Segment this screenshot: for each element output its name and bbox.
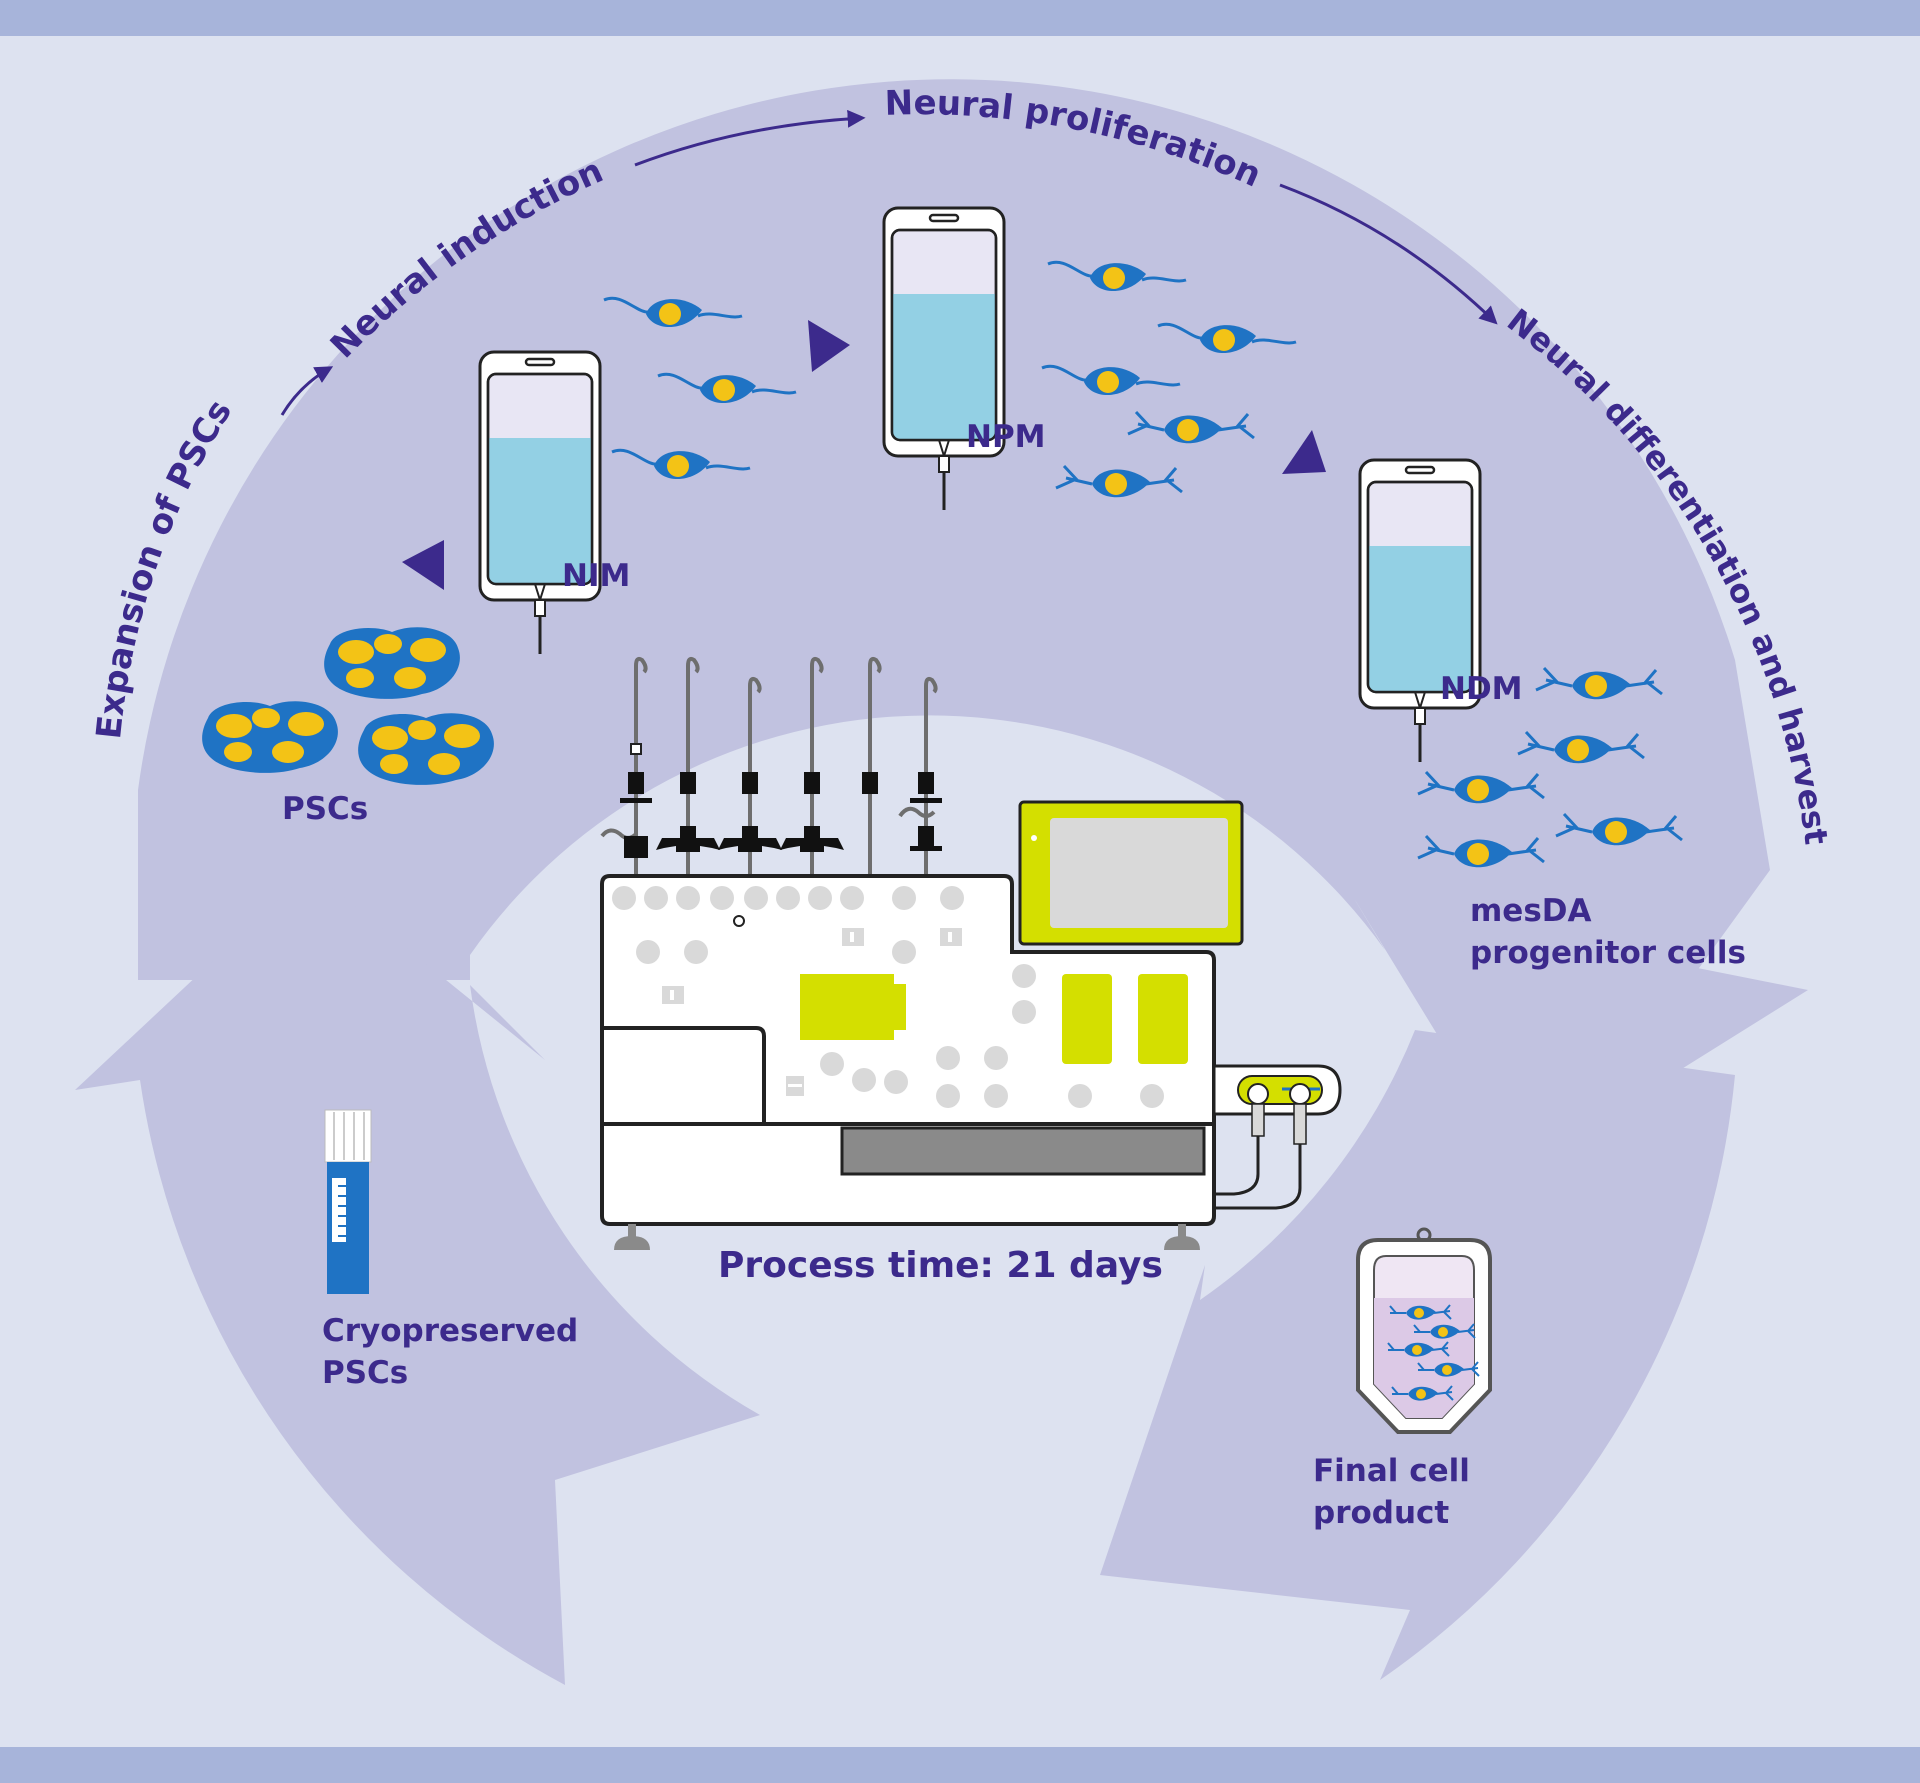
cryo-label-line2: PSCs <box>322 1355 409 1391</box>
bottom-band <box>0 1747 1920 1783</box>
final-label-line1: Final cell <box>1313 1453 1470 1489</box>
arrow-proliferation-to-differentiation <box>1279 183 1498 325</box>
pscs-label: PSCs <box>282 791 369 827</box>
cryo-label-line1: Cryopreserved <box>322 1313 579 1349</box>
arrow-expansion-to-induction <box>280 366 334 416</box>
ring-arrow-left <box>75 870 760 1685</box>
process-time-label: Process time: 21 days <box>718 1245 1163 1286</box>
ring-arrow-top-head <box>1355 900 1808 1170</box>
mesda-label-line1: mesDA <box>1470 893 1592 929</box>
cryovial-icon <box>324 1109 372 1294</box>
triangle-psc-to-nim <box>402 540 444 590</box>
ring-arrow-top <box>138 79 1770 1161</box>
mesda-label-line2: progenitor cells <box>1470 935 1746 971</box>
arrow-induction-to-proliferation <box>634 109 866 167</box>
nim-label: NIM <box>562 558 631 594</box>
lime-panel <box>1138 974 1188 1064</box>
final-product-bag <box>1356 1227 1492 1434</box>
npm-label: NPM <box>966 419 1046 455</box>
processing-device <box>600 656 1342 1250</box>
lime-panel <box>1062 974 1112 1064</box>
triangle-nim-to-npm <box>808 320 850 372</box>
final-label-line2: product <box>1313 1495 1450 1531</box>
top-band <box>0 0 1920 36</box>
stage-arrows <box>280 109 1498 416</box>
device-tubes <box>600 656 938 875</box>
lime-panel <box>800 974 906 1040</box>
step-triangles <box>402 320 1326 590</box>
triangle-npm-to-ndm <box>1282 430 1326 474</box>
ndm-label: NDM <box>1440 671 1523 707</box>
